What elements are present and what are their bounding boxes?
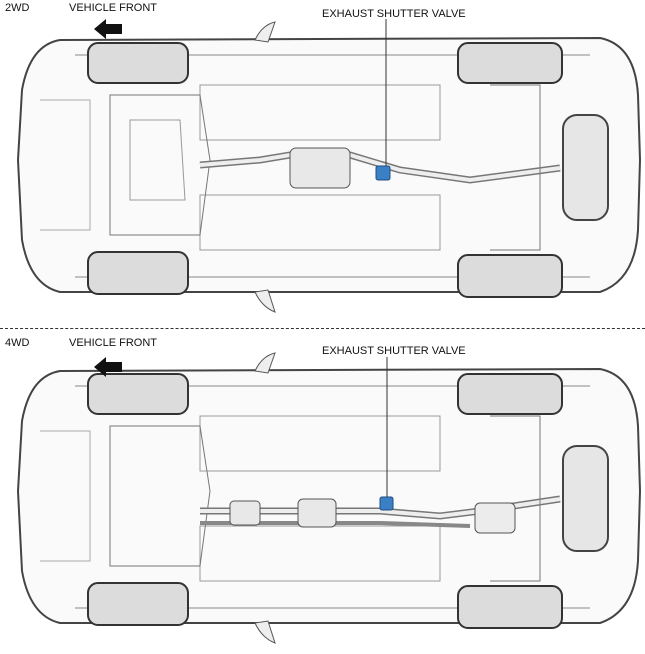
- drive-type-label: 4WD: [5, 337, 30, 349]
- vehicle-front-label: VEHICLE FRONT: [69, 2, 158, 14]
- vehicle-underbody-2wd: [16, 19, 642, 313]
- panel-4wd: 4WD VEHICLE FRONT EXHAUST SHUTTER VALVE: [0, 331, 645, 654]
- catalytic-converter: [229, 500, 261, 526]
- rear-differential: [474, 502, 516, 534]
- drive-type-label: 2WD: [5, 2, 30, 14]
- rear-right-tire: [457, 585, 563, 629]
- catalytic-converter: [289, 147, 351, 189]
- exhaust-shutter-valve-label: EXHAUST SHUTTER VALVE: [322, 8, 466, 20]
- muffler: [562, 445, 609, 552]
- panel-2wd: 2WD VEHICLE FRONT EXHAUST SHUTTER VALVE: [0, 0, 645, 325]
- exhaust-shutter-valve: [379, 496, 394, 511]
- muffler: [562, 114, 609, 221]
- pre-muffler: [297, 498, 337, 528]
- front-right-tire: [87, 251, 189, 295]
- rear-left-tire: [457, 373, 563, 415]
- vehicle-front-label: VEHICLE FRONT: [69, 337, 158, 349]
- vehicle-underbody-4wd: [16, 352, 642, 644]
- rear-left-tire: [457, 42, 563, 84]
- divider: [0, 328, 645, 329]
- front-left-tire: [87, 373, 189, 415]
- left-arrow-icon: [94, 19, 122, 39]
- left-arrow-icon: [94, 357, 122, 377]
- exhaust-shutter-valve-label: EXHAUST SHUTTER VALVE: [322, 345, 466, 357]
- rear-right-tire: [457, 254, 563, 298]
- front-left-tire: [87, 42, 189, 84]
- front-right-tire: [87, 582, 189, 626]
- exhaust-shutter-valve: [375, 165, 391, 181]
